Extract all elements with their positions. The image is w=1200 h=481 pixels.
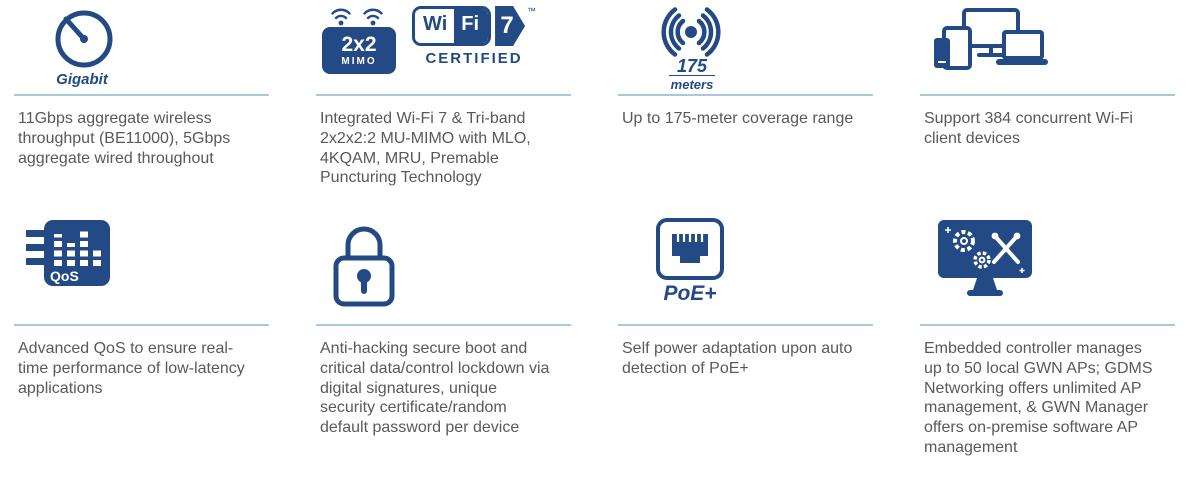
mimo-2x2-badge: 2x2 MIMO xyxy=(322,6,396,74)
divider xyxy=(316,94,571,96)
poe-label: PoE+ xyxy=(663,282,717,305)
feature-text: Up to 175-meter coverage range xyxy=(622,110,854,127)
feature-grid: Gigabit 11Gbps aggregate wireless throug… xyxy=(14,6,1175,458)
trademark-symbol: ™ xyxy=(527,6,537,16)
feature-text: 11Gbps aggregate wireless throughput (BE… xyxy=(18,110,231,167)
wifi-wi: Wi xyxy=(415,9,455,43)
embedded-controller-icon xyxy=(938,220,1032,296)
wifi7-logo: Wi Fi 7 ™ CERTIFIED xyxy=(412,6,536,67)
qos-label: QoS xyxy=(50,268,79,284)
qos-icon: QoS xyxy=(26,220,110,286)
divider xyxy=(618,324,873,326)
feature-card-controller: Embedded controller manages up to 50 loc… xyxy=(920,218,1175,458)
feature-card-poe: PoE+ Self power adaptation upon auto det… xyxy=(618,218,873,458)
range-unit: meters xyxy=(668,75,716,92)
client-devices-icon xyxy=(934,8,1048,70)
gigabit-label: Gigabit xyxy=(56,71,108,88)
feature-text: Anti-hacking secure boot and critical da… xyxy=(320,340,550,437)
feature-card-clients: Support 384 concurrent Wi-Fi client devi… xyxy=(920,6,1175,218)
divider xyxy=(316,324,571,326)
certified-label: CERTIFIED xyxy=(425,50,523,67)
divider xyxy=(14,94,269,96)
poe-port-icon: PoE+ xyxy=(640,218,740,306)
feature-text: Embedded controller manages up to 50 loc… xyxy=(924,340,1153,457)
mimo-label: MIMO xyxy=(341,55,377,67)
mimo-value: 2x2 xyxy=(341,32,377,56)
gigabit-gauge-icon: Gigabit xyxy=(32,6,132,88)
divider xyxy=(618,94,873,96)
feature-card-coverage: 175 meters Up to 175-meter coverage rang… xyxy=(618,6,873,218)
range-value: 175 xyxy=(676,56,708,76)
feature-text: Integrated Wi-Fi 7 & Tri-band 2x2x2:2 MU… xyxy=(320,110,531,187)
security-lock-icon xyxy=(333,226,395,307)
divider xyxy=(14,324,269,326)
coverage-range-icon: 175 meters xyxy=(632,6,752,92)
feature-text: Self power adaptation upon auto detectio… xyxy=(622,340,853,377)
antenna-waves-icon xyxy=(331,8,383,26)
wifi-fi: Fi xyxy=(454,9,489,43)
divider xyxy=(920,324,1175,326)
wifi7-certified-badge: 2x2 MIMO Wi Fi 7 ™ CERTIFIED xyxy=(322,6,536,74)
feature-card-security: Anti-hacking secure boot and critical da… xyxy=(316,218,571,458)
feature-text: Support 384 concurrent Wi-Fi client devi… xyxy=(924,110,1133,147)
wifi-generation: 7 xyxy=(495,6,526,46)
feature-card-gigabit: Gigabit 11Gbps aggregate wireless throug… xyxy=(14,6,269,218)
feature-text: Advanced QoS to ensure real-time perform… xyxy=(18,340,245,397)
feature-card-wifi7: 2x2 MIMO Wi Fi 7 ™ CERTIFIED xyxy=(316,6,571,218)
divider xyxy=(920,94,1175,96)
feature-card-qos: QoS Advanced QoS to ensure real-time per… xyxy=(14,218,269,458)
